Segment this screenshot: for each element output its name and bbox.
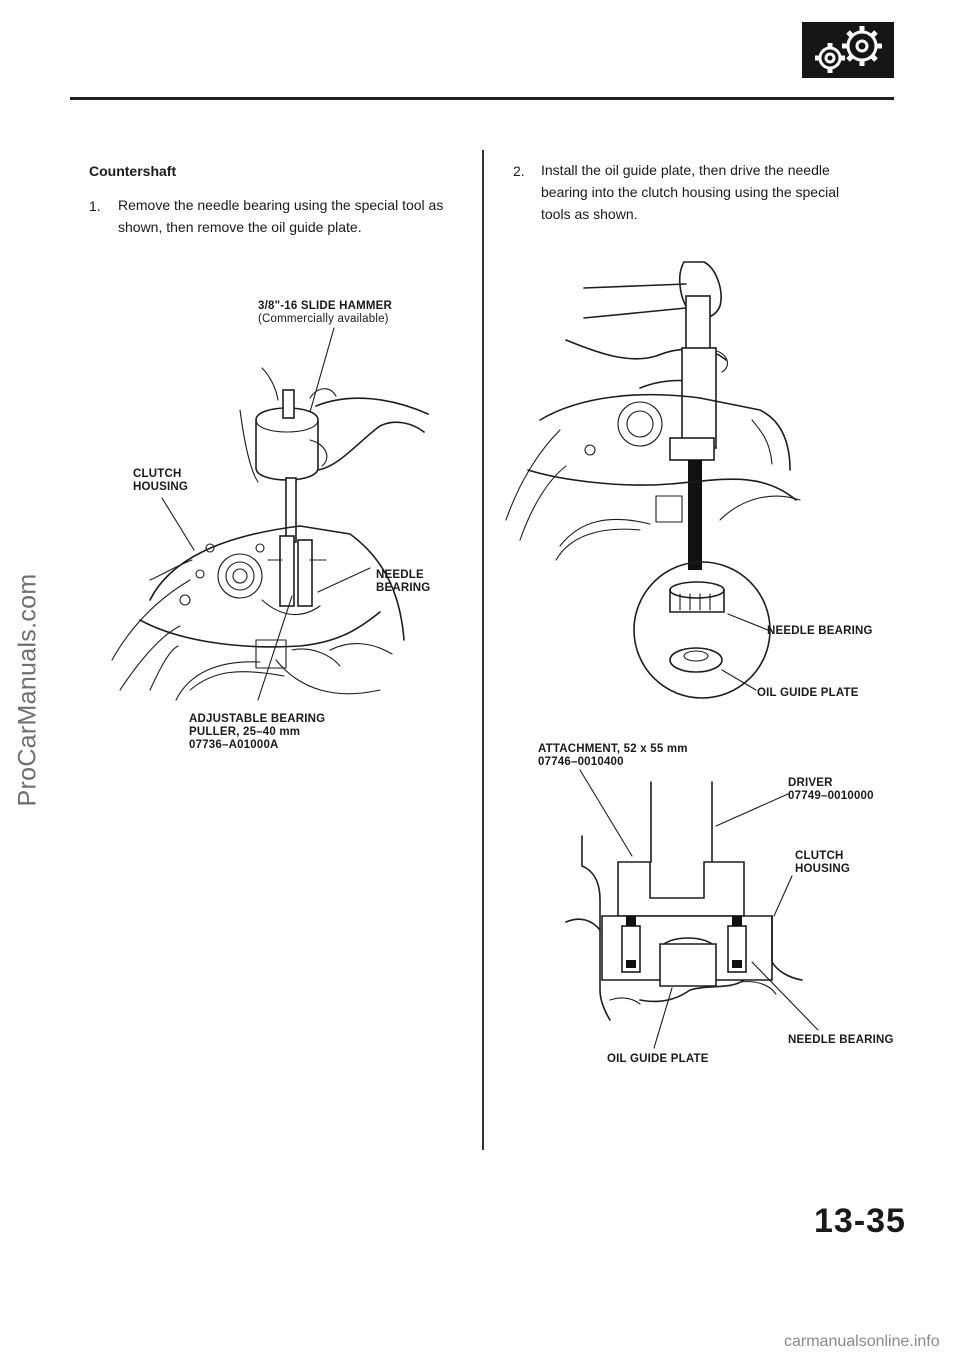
label-slide-hammer: 3/8"-16 SLIDE HAMMER (Commercially avail… (258, 300, 393, 325)
page-number: 13-35 (814, 1202, 906, 1240)
label-clutch-housing-section: CLUTCH HOUSING (795, 850, 851, 875)
gears-icon (815, 26, 882, 73)
label-oil-guide-plate-section: OIL GUIDE PLATE (607, 1053, 709, 1065)
section-logo (802, 22, 894, 78)
step-1-text: Remove the needle bearing using the spec… (118, 194, 443, 238)
label-needle-bearing: NEEDLE BEARING (376, 569, 431, 594)
step-1-line-2: shown, then remove the oil guide plate. (118, 219, 362, 235)
step-1-line-1: Remove the needle bearing using the spec… (118, 197, 444, 213)
step-1-number: 1. (89, 198, 101, 214)
label-oil-guide-plate-detail: OIL GUIDE PLATE (757, 687, 859, 699)
step-2-text: Install the oil guide plate, then drive … (541, 159, 839, 225)
step-2-line-2: bearing into the clutch housing using th… (541, 184, 840, 200)
footer-site: carmanualsonline.info (784, 1333, 940, 1350)
label-needle-bearing-section: NEEDLE BEARING (788, 1034, 894, 1046)
step-2-line-3: tools as shown. (541, 206, 638, 222)
label-clutch-housing: CLUTCH HOUSING (133, 468, 189, 493)
label-attachment: ATTACHMENT, 52 x 55 mm 07746–0010400 (538, 743, 688, 768)
label-needle-bearing-detail: NEEDLE BEARING (767, 625, 873, 637)
label-driver: DRIVER 07749–0010000 (788, 777, 874, 802)
column-divider (482, 150, 484, 1150)
section-heading: Countershaft (89, 163, 177, 179)
label-adjustable-bearing-puller: ADJUSTABLE BEARING PULLER, 25–40 mm 0773… (189, 713, 326, 751)
step-2-line-1: Install the oil guide plate, then drive … (541, 162, 830, 178)
step-2-number: 2. (513, 163, 525, 179)
header-rule (70, 97, 894, 100)
